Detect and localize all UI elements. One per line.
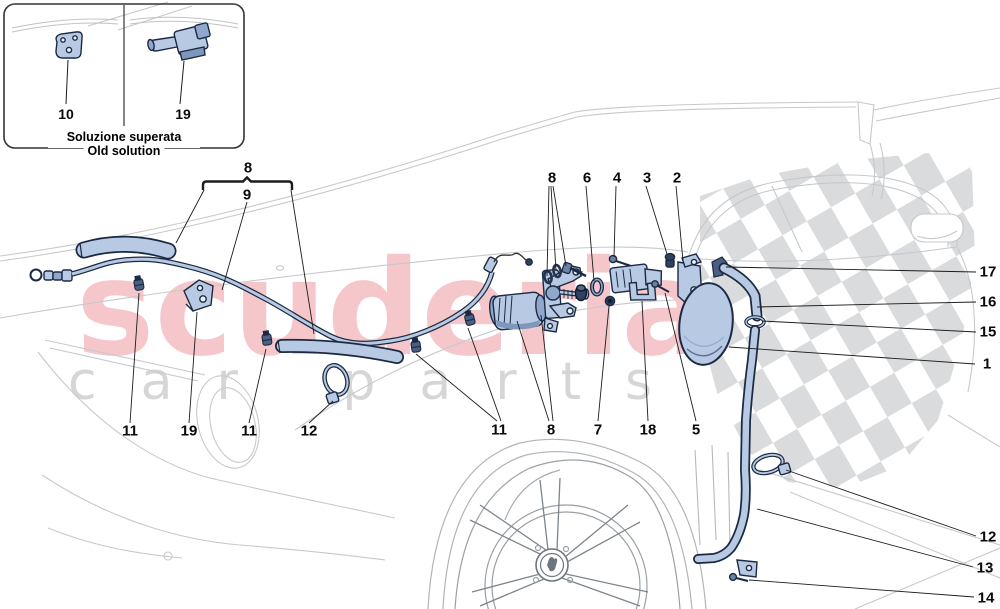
callout-11-center: 11 bbox=[491, 421, 507, 439]
old-solution-caption-english: Old solution bbox=[83, 144, 165, 158]
lock-nut bbox=[604, 295, 616, 307]
callout-16: 16 bbox=[979, 293, 997, 311]
callout-15: 15 bbox=[979, 323, 997, 341]
callout-3: 3 bbox=[642, 169, 652, 187]
fuel-filler-door bbox=[678, 282, 734, 366]
rubber-bumper bbox=[664, 252, 676, 268]
old-part-label-19: 19 bbox=[175, 106, 191, 122]
o-ring bbox=[590, 277, 604, 297]
old-part-10 bbox=[55, 31, 83, 59]
wheel-center-horse-icon bbox=[547, 557, 558, 572]
screw-14 bbox=[728, 572, 749, 582]
rear-wheel bbox=[427, 438, 707, 609]
screw-5 bbox=[651, 280, 670, 293]
callout-5: 5 bbox=[691, 421, 701, 439]
flap-actuator-motor bbox=[489, 265, 590, 333]
callout-18: 18 bbox=[639, 421, 657, 439]
hose-clamp-left bbox=[322, 363, 350, 405]
cable-sheath bbox=[75, 235, 177, 260]
callout-12-left: 12 bbox=[300, 422, 318, 440]
callout-13: 13 bbox=[976, 559, 994, 577]
callout-9: 9 bbox=[242, 186, 252, 204]
leader-lines bbox=[129, 175, 977, 598]
callout-1: 1 bbox=[982, 355, 992, 373]
callout-14: 14 bbox=[977, 589, 995, 607]
camo-pattern-region bbox=[700, 152, 975, 488]
callout-8-cable: 8 bbox=[243, 159, 253, 177]
bracket-8 bbox=[201, 175, 294, 190]
old-part-label-10: 10 bbox=[58, 106, 74, 122]
callout-2: 2 bbox=[672, 169, 682, 187]
callout-7: 7 bbox=[593, 421, 603, 439]
callout-8-top: 8 bbox=[547, 169, 557, 187]
rubber-grommet bbox=[574, 284, 588, 302]
old-solution-caption-italian: Soluzione superata bbox=[62, 130, 186, 144]
callout-19-bracket: 19 bbox=[180, 422, 198, 440]
callout-12-right: 12 bbox=[979, 528, 997, 546]
callout-11-mid: 11 bbox=[241, 422, 257, 440]
drain-tube-lower bbox=[693, 325, 760, 582]
cable-clip bbox=[133, 275, 476, 353]
parts bbox=[29, 235, 792, 582]
u-bracket bbox=[628, 281, 657, 301]
hose-clamp-right bbox=[751, 452, 792, 476]
callout-8-bottom: 8 bbox=[546, 421, 556, 439]
cable-bracket bbox=[183, 279, 214, 312]
screw-4 bbox=[608, 254, 632, 267]
release-cable bbox=[29, 252, 533, 347]
old-solution-box bbox=[3, 3, 245, 149]
callout-4: 4 bbox=[612, 169, 622, 187]
cable-sleeve bbox=[275, 338, 404, 364]
callout-11-left: 11 bbox=[122, 422, 138, 440]
watermark-subtext: car parts bbox=[68, 352, 697, 412]
callout-17: 17 bbox=[979, 263, 997, 281]
callout-6: 6 bbox=[582, 169, 592, 187]
old-part-19 bbox=[147, 22, 211, 61]
